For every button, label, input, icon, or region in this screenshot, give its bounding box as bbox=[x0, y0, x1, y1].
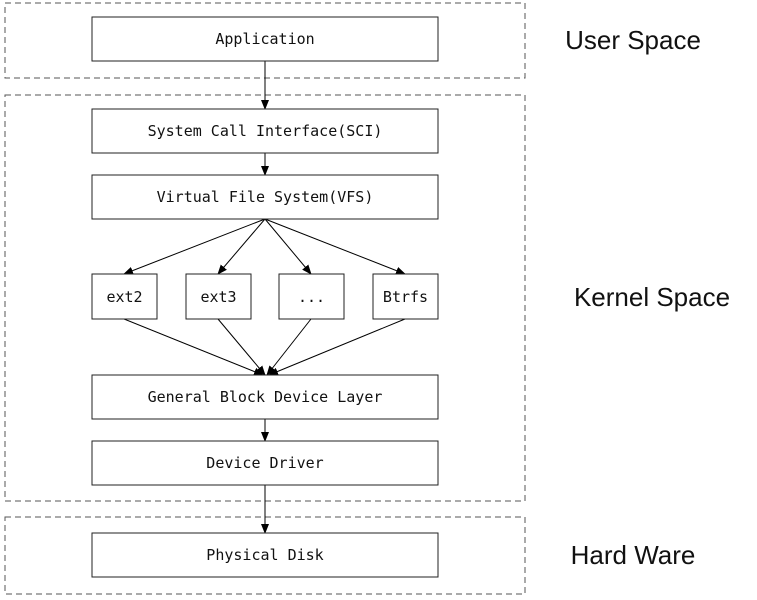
edge-ext3-to-block-layer bbox=[217, 318, 266, 376]
user-space-label: User Space bbox=[565, 25, 701, 55]
device-driver-node: Device Driver bbox=[91, 440, 439, 486]
block-layer-label: General Block Device Layer bbox=[148, 388, 383, 406]
edge-vfs-to-ext3 bbox=[217, 218, 266, 275]
edge-ellipsis-to-block-layer bbox=[266, 318, 312, 376]
edges-layer bbox=[123, 61, 406, 534]
hardware-label: Hard Ware bbox=[571, 540, 696, 570]
block-layer-node: General Block Device Layer bbox=[91, 374, 439, 420]
ext2-label: ext2 bbox=[106, 288, 142, 306]
edge-ext2-to-block-layer bbox=[123, 318, 264, 376]
vfs-label: Virtual File System(VFS) bbox=[157, 188, 374, 206]
ellipsis-label: ... bbox=[298, 288, 325, 306]
edge-btrfs-to-block-layer bbox=[268, 318, 406, 376]
application-label: Application bbox=[215, 30, 314, 48]
ext2-node: ext2 bbox=[91, 273, 158, 320]
btrfs-node: Btrfs bbox=[372, 273, 439, 320]
edge-vfs-to-ellipsis bbox=[264, 218, 312, 275]
edge-vfs-to-ext2 bbox=[123, 218, 266, 275]
sci-label: System Call Interface(SCI) bbox=[148, 122, 383, 140]
vfs-node: Virtual File System(VFS) bbox=[91, 174, 439, 220]
ellipsis-node: ... bbox=[278, 273, 345, 320]
device-driver-label: Device Driver bbox=[206, 454, 323, 472]
application-node: Application bbox=[91, 16, 439, 62]
btrfs-label: Btrfs bbox=[383, 288, 428, 306]
sci-node: System Call Interface(SCI) bbox=[91, 108, 439, 154]
physical-disk-label: Physical Disk bbox=[206, 546, 323, 564]
physical-disk-node: Physical Disk bbox=[91, 532, 439, 578]
ext3-node: ext3 bbox=[185, 273, 252, 320]
ext3-label: ext3 bbox=[200, 288, 236, 306]
edge-vfs-to-btrfs bbox=[264, 218, 406, 275]
kernel-space-label: Kernel Space bbox=[574, 282, 730, 312]
